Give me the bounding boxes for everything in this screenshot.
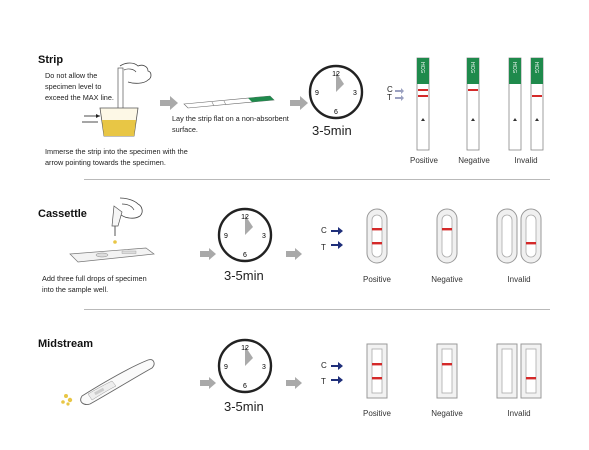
cassette-result-positive [366, 208, 388, 264]
step-arrow-icon [160, 96, 178, 110]
cassette-time-label: 3-5min [224, 268, 264, 283]
strip-time-label: 3-5min [312, 123, 352, 138]
clock-icon: 12 3 6 9 [308, 64, 364, 120]
strip-result-negative [466, 57, 480, 151]
result-label-positive: Positive [362, 275, 391, 284]
result-label-negative: Negative [431, 275, 463, 284]
strip-instruction-line: arrow pointing towards the specimen. [45, 158, 166, 167]
clock-numeral: 6 [243, 252, 247, 259]
strip-instruction-bottom: Immerse the strip into the specimen with… [45, 146, 188, 168]
step-arrow-icon [286, 377, 302, 389]
t-marker: T [387, 93, 392, 102]
clock-numeral: 6 [243, 383, 247, 390]
result-label-invalid: Invalid [507, 409, 531, 418]
result-label-invalid: Invalid [514, 156, 538, 165]
cassette-section-title: Cassettle [38, 208, 87, 220]
section-divider [84, 309, 550, 310]
cassette-dropper-illustration [69, 197, 155, 263]
strip-instruction-top: Do not allow the specimen level to excee… [45, 70, 114, 103]
cassette-result-negative [436, 208, 458, 264]
midstream-time-label: 3-5min [224, 399, 264, 414]
clock-numeral: 12 [332, 71, 340, 78]
strip-instruction-line: Do not allow the [45, 71, 98, 80]
strip-instruction-line: Immerse the strip into the specimen with… [45, 147, 188, 156]
cassette-result-invalid-a [496, 208, 518, 264]
marker-arrows-icon [331, 362, 343, 384]
cassette-instruction: Add three full drops of specimen into th… [42, 273, 147, 295]
strip-result-invalid-a [508, 57, 522, 151]
strip-instruction-line: Lay the strip flat on a non-absorbent [172, 114, 289, 123]
strip-lying-flat-illustration [183, 95, 275, 109]
step-arrow-icon [286, 248, 302, 260]
marker-arrows-icon [395, 88, 404, 101]
step-arrow-icon [290, 96, 308, 110]
strip-instruction-line: surface. [172, 125, 198, 134]
midstream-result-invalid-a [496, 343, 518, 399]
clock-icon: 12 3 6 9 [217, 207, 273, 263]
clock-numeral: 9 [315, 90, 319, 97]
clock-numeral: 3 [353, 90, 357, 97]
clock-icon: 12 3 6 9 [217, 338, 273, 394]
strip-lay-flat-instruction: Lay the strip flat on a non-absorbent su… [172, 113, 289, 135]
t-marker: T [321, 243, 326, 252]
step-arrow-icon [200, 248, 216, 260]
clock-numeral: 12 [241, 345, 249, 352]
midstream-result-positive [366, 343, 388, 399]
marker-arrows-icon [331, 227, 343, 249]
c-marker: C [321, 226, 327, 235]
strip-immersion-illustration [82, 62, 152, 137]
strip-instruction-line: exceed the MAX line. [45, 93, 114, 102]
result-label-positive: Positive [409, 156, 438, 165]
cassette-instruction-line: Add three full drops of specimen [42, 274, 147, 283]
result-label-negative: Negative [458, 156, 490, 165]
strip-brand-label: HCG [469, 62, 475, 74]
strip-brand-label: HCG [419, 62, 425, 74]
strip-result-invalid-b [530, 57, 544, 151]
strip-brand-label: HCG [533, 62, 539, 74]
result-label-positive: Positive [362, 409, 391, 418]
clock-numeral: 3 [262, 364, 266, 371]
midstream-stick-illustration [61, 359, 155, 406]
t-marker: T [321, 377, 326, 386]
step-arrow-icon [200, 377, 216, 389]
result-label-negative: Negative [431, 409, 463, 418]
clock-numeral: 9 [224, 364, 228, 371]
c-marker: C [321, 361, 327, 370]
clock-numeral: 9 [224, 233, 228, 240]
strip-result-positive [416, 57, 430, 151]
clock-numeral: 12 [241, 214, 249, 221]
c-marker: C [387, 85, 393, 94]
strip-section-title: Strip [38, 54, 64, 66]
cassette-result-invalid-b [520, 208, 542, 264]
strip-instruction-line: specimen level to [45, 82, 102, 91]
midstream-result-invalid-b [520, 343, 542, 399]
result-label-invalid: Invalid [507, 275, 531, 284]
midstream-result-negative [436, 343, 458, 399]
midstream-section-title: Midstream [38, 338, 94, 350]
clock-numeral: 6 [334, 109, 338, 116]
strip-brand-label: HCG [511, 62, 517, 74]
section-divider [84, 179, 550, 180]
clock-numeral: 3 [262, 233, 266, 240]
cassette-instruction-line: into the sample well. [42, 285, 109, 294]
